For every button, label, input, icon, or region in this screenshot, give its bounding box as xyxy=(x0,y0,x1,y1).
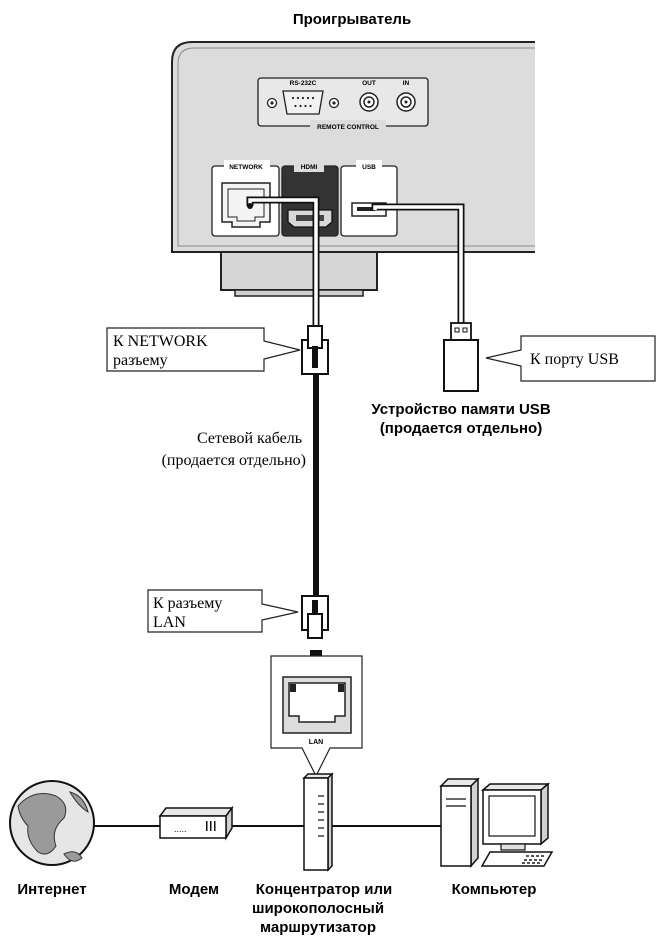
usb-device-label-line2: (продается отдельно) xyxy=(380,420,542,437)
router-label-line3: маршрутизатор xyxy=(260,919,376,936)
usb-device-label-line1: Устройство памяти USB xyxy=(371,401,550,418)
lan-port-box: LAN xyxy=(270,655,363,778)
internet-globe-icon xyxy=(9,780,95,866)
network-plug-top xyxy=(301,325,329,375)
out-label: OUT xyxy=(362,80,376,87)
lan-callout-line2: LAN xyxy=(153,614,186,631)
network-port: NETWORK xyxy=(211,160,280,237)
network-cable xyxy=(313,374,319,597)
computer-label: Компьютер xyxy=(452,881,537,898)
usb-callout-text: К порту USB xyxy=(530,351,619,368)
lan-callout-line1: К разъему xyxy=(153,595,222,612)
modem-label: Модем xyxy=(169,881,219,898)
router-label-line2: широкополосный xyxy=(252,900,384,917)
hdmi-port-label: HDMI xyxy=(301,164,318,171)
lan-port-label: LAN xyxy=(309,739,323,746)
player-foot xyxy=(220,251,378,291)
remote-in-jack xyxy=(396,92,416,112)
lan-callout: К разъему LAN xyxy=(147,589,299,633)
network-callout-line1: К NETWORK xyxy=(113,333,208,350)
remote-control-group: REMOTE CONTROL RS-232C OUT IN xyxy=(257,77,429,132)
internet-label: Интернет xyxy=(17,881,86,898)
modem-icon: ..... xyxy=(158,805,234,841)
computer-icon xyxy=(439,777,554,868)
in-label: IN xyxy=(403,80,410,87)
network-callout: К NETWORK разъему xyxy=(106,327,301,372)
svg-text:.....: ..... xyxy=(174,824,187,834)
router-icon xyxy=(302,772,334,872)
usb-callout: К порту USB xyxy=(485,335,656,382)
network-callout-line2: разъему xyxy=(113,352,168,369)
usb-cable xyxy=(371,203,465,323)
player-title: Проигрыватель xyxy=(293,11,411,28)
remote-control-label: REMOTE CONTROL xyxy=(317,124,379,131)
network-plug-bottom xyxy=(301,595,329,639)
cable-label-line2: (продается отдельно) xyxy=(162,452,306,469)
player-rear-panel: REMOTE CONTROL RS-232C OUT IN xyxy=(171,41,535,297)
rs232c-port xyxy=(266,90,340,115)
router-label-line1: Концентратор или xyxy=(256,881,392,898)
network-cable-upper xyxy=(246,196,320,326)
usb-port: USB xyxy=(340,160,398,237)
usb-memory-device xyxy=(443,322,479,392)
remote-out-jack xyxy=(359,92,379,112)
usb-port-label: USB xyxy=(362,164,376,171)
network-port-label: NETWORK xyxy=(229,164,263,171)
rs232c-label: RS-232C xyxy=(290,80,317,87)
cable-label-line1: Сетевой кабель xyxy=(197,430,302,447)
